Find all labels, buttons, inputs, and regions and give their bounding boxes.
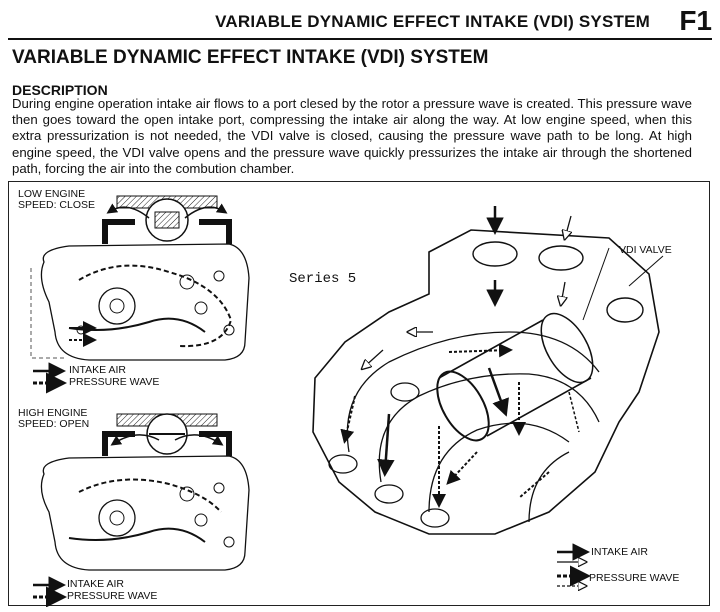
high-speed-diagram (33, 413, 250, 607)
page-header: VARIABLE DYNAMIC EFFECT INTAKE (VDI) SYS… (8, 4, 712, 40)
vdi-diagram-drawing (30, 195, 664, 607)
high-speed-label-line1: HIGH ENGINE (18, 407, 88, 419)
intake-manifold-drawing (312, 206, 664, 586)
vdi-diagram-figure: LOW ENGINE SPEED: CLOSE INTAKE AIR PRESS… (8, 181, 710, 607)
manifold-legend-pressure-wave: PRESSURE WAVE (589, 572, 680, 584)
low-speed-label-line2: SPEED: CLOSE (18, 199, 96, 211)
header-title: VARIABLE DYNAMIC EFFECT INTAKE (VDI) SYS… (215, 12, 650, 31)
manifold-legend-intake-air: INTAKE AIR (591, 546, 648, 558)
high-legend-intake-air: INTAKE AIR (67, 578, 124, 590)
low-speed-label-line1: LOW ENGINE (18, 188, 86, 200)
low-legend-pressure-wave: PRESSURE WAVE (69, 376, 160, 388)
high-legend-pressure-wave: PRESSURE WAVE (67, 590, 158, 602)
description-heading: DESCRIPTION (12, 82, 108, 98)
description-text: During engine operation intake air flows… (12, 96, 692, 176)
high-speed-label-line2: SPEED: OPEN (18, 418, 90, 430)
low-legend-intake-air: INTAKE AIR (69, 364, 126, 376)
series-label: Series 5 (289, 271, 357, 287)
section-code: F1 (679, 5, 712, 36)
document-title: VARIABLE DYNAMIC EFFECT INTAKE (VDI) SYS… (12, 47, 489, 68)
vdi-valve-label: VDI VALVE (619, 244, 672, 256)
low-speed-diagram (30, 195, 250, 394)
